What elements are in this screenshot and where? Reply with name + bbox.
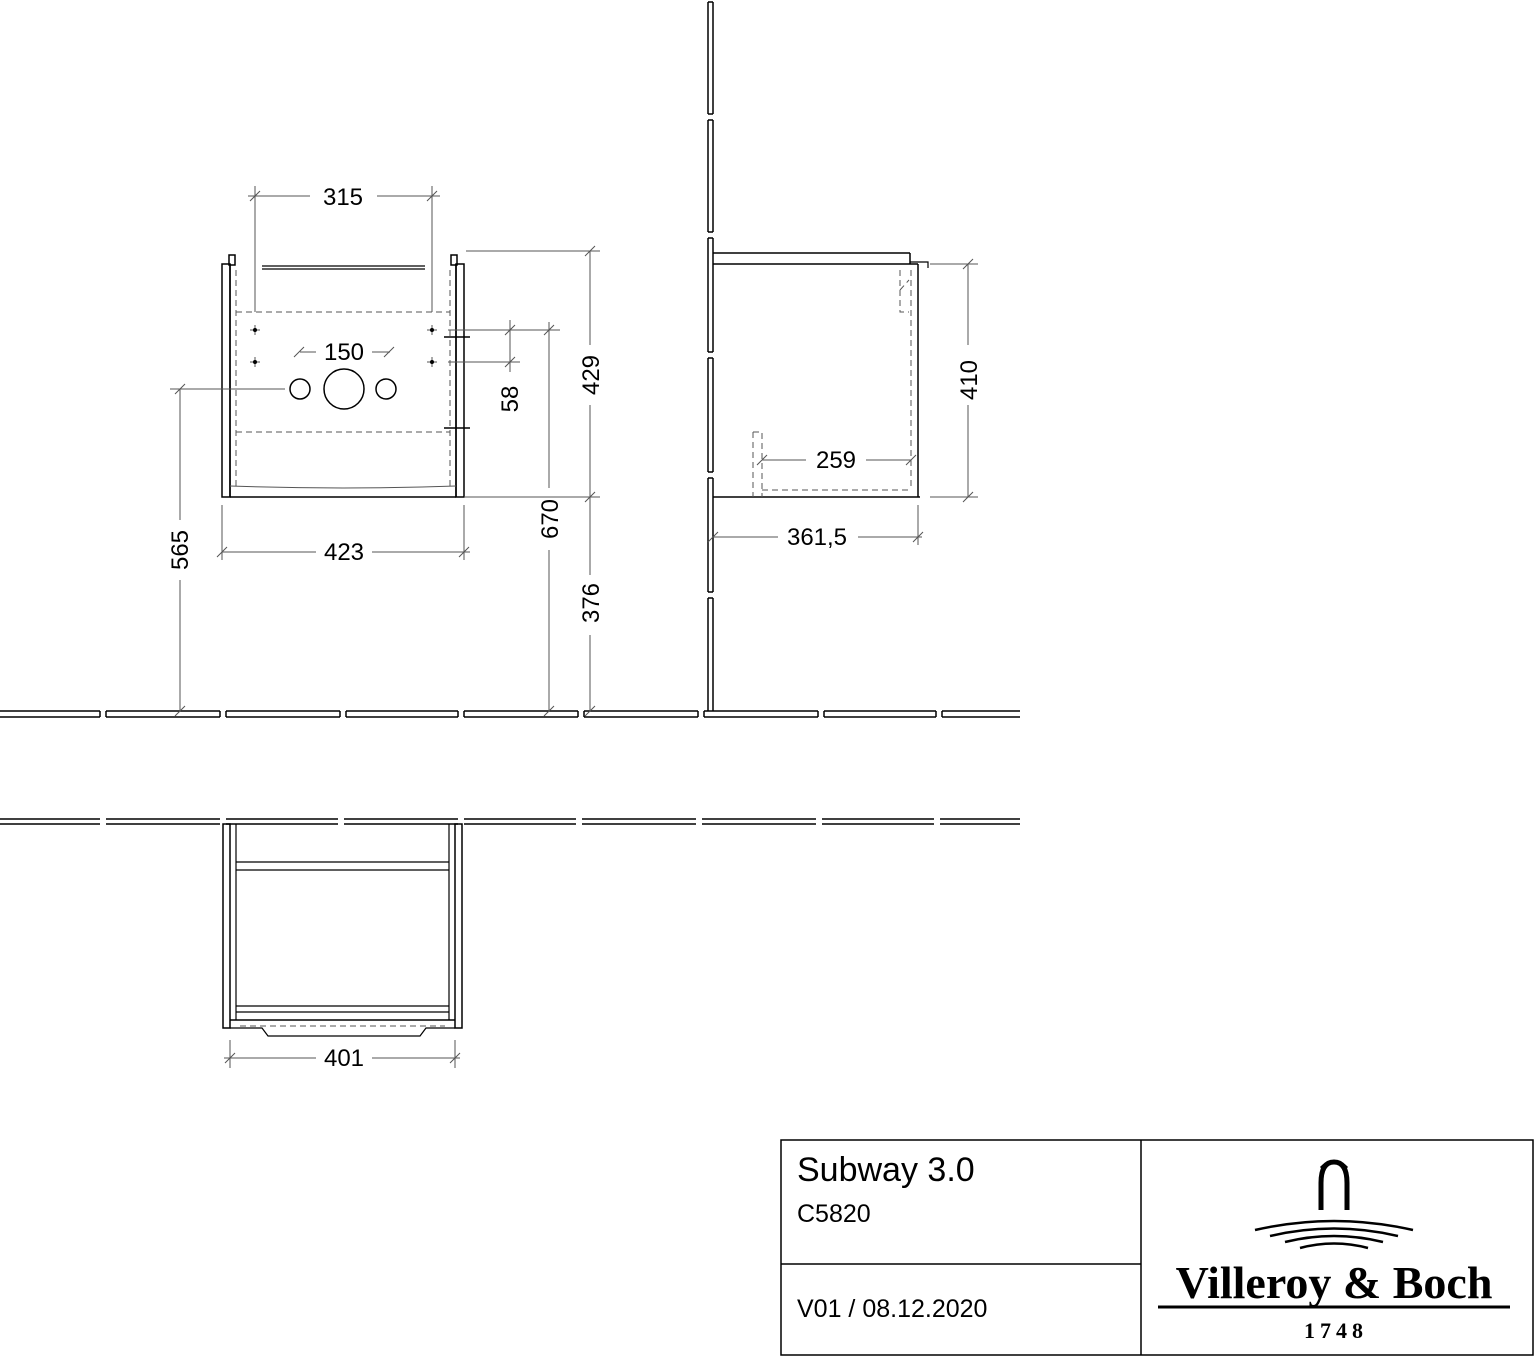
side-view-dimension-labels: 410 259 361,5 bbox=[787, 360, 983, 551]
wall-line-side-view bbox=[707, 1, 714, 711]
plan-view-dimensions: 401 bbox=[224, 1040, 461, 1072]
floor-line-elevation bbox=[0, 710, 1020, 718]
mounting-point-markers bbox=[250, 325, 437, 367]
side-view-dimensions bbox=[707, 258, 978, 545]
article-code: C5820 bbox=[797, 1200, 871, 1228]
dim-label-423: 423 bbox=[324, 539, 364, 566]
dim-label-150: 150 bbox=[324, 339, 364, 366]
brand-year: 1748 bbox=[1304, 1318, 1368, 1343]
dim-label-361-5: 361,5 bbox=[787, 524, 847, 551]
fountain-icon bbox=[1254, 1159, 1414, 1250]
title-block: Subway 3.0 C5820 V01 / 08.12.2020 bbox=[780, 1139, 1534, 1356]
dim-label-259: 259 bbox=[816, 447, 856, 474]
brand-wordmark: Villeroy & Boch bbox=[1176, 1257, 1493, 1308]
front-view-dimension-labels: 315 150 423 565 58 670 429 376 bbox=[167, 184, 605, 623]
dim-label-58: 58 bbox=[497, 386, 524, 413]
revision-date: V01 / 08.12.2020 bbox=[797, 1295, 987, 1323]
front-view-cabinet bbox=[221, 254, 470, 498]
product-name: Subway 3.0 bbox=[797, 1151, 975, 1189]
dim-label-410: 410 bbox=[956, 360, 983, 400]
pipe-holes bbox=[289, 368, 397, 410]
wall-line-plan bbox=[0, 818, 1020, 825]
dim-label-429: 429 bbox=[578, 355, 605, 395]
plan-view-cabinet bbox=[222, 823, 463, 1037]
side-view-cabinet bbox=[713, 252, 929, 498]
brand-logo: Villeroy & Boch 1748 bbox=[1158, 1159, 1510, 1343]
dim-label-670: 670 bbox=[537, 499, 564, 539]
dim-label-401: 401 bbox=[324, 1045, 364, 1072]
dim-label-565: 565 bbox=[167, 530, 194, 570]
dim-label-376: 376 bbox=[578, 583, 605, 623]
front-view-dimensions bbox=[170, 186, 600, 717]
dim-label-315: 315 bbox=[323, 184, 363, 211]
